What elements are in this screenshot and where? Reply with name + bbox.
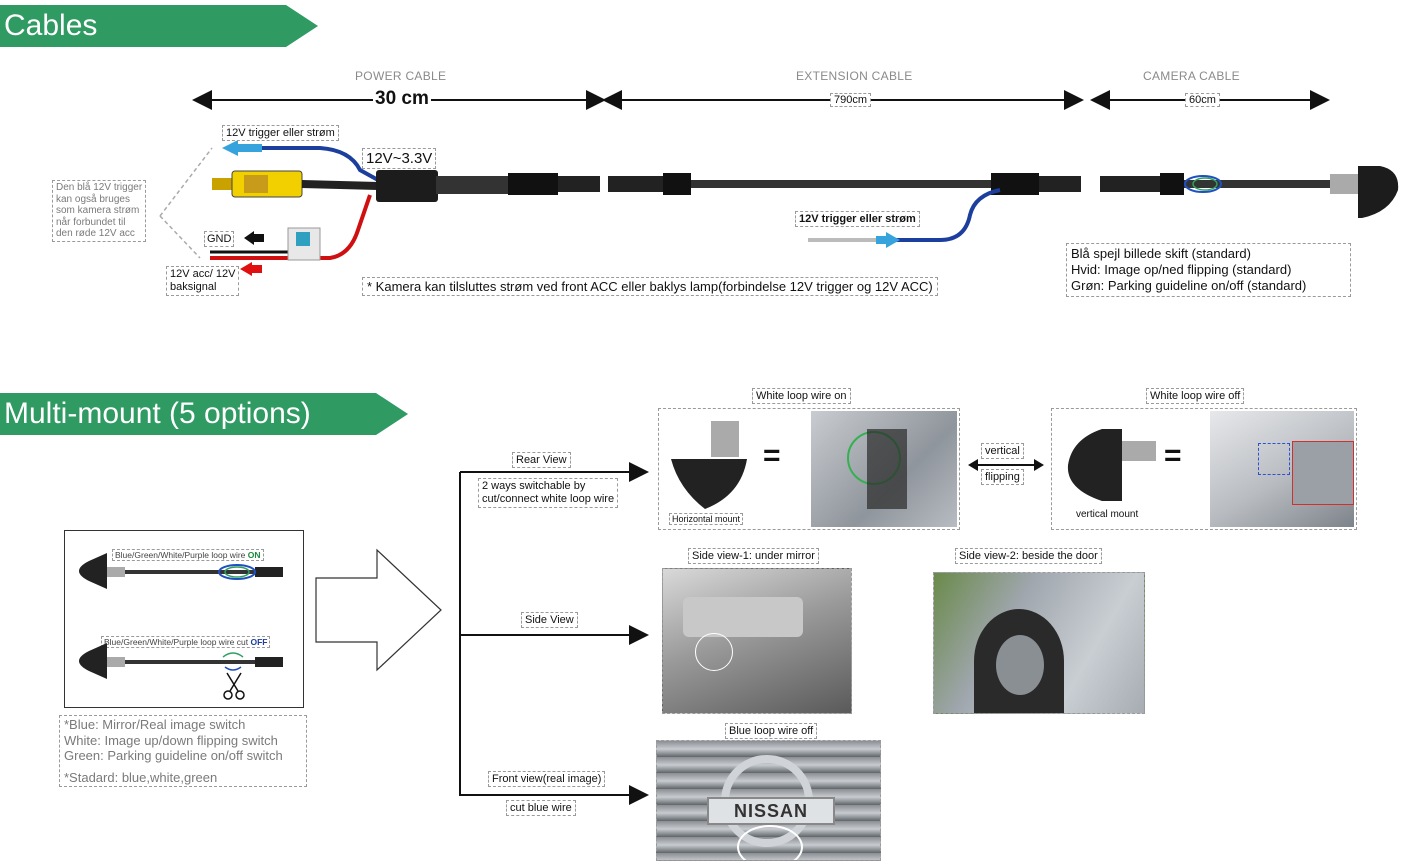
loop-note-white: Hvid: Image op/ned flipping (standard) [1071, 262, 1292, 277]
loop-note-blue: Blå spejl billede skift (standard) [1071, 246, 1251, 261]
brand-badge: NISSAN [707, 797, 835, 825]
multimount-section-title: Multi-mount (5 options) [4, 397, 311, 430]
side-view-2-label: Side view-2: beside the door [955, 548, 1102, 564]
rear-horizontal-photo [811, 411, 957, 527]
flipping-double-arrow [968, 459, 1044, 471]
note-line: kan også bruges [56, 193, 130, 205]
blue-trigger-wire [262, 146, 379, 182]
wire-on-label: Blue/Green/White/Purple loop wire ON [112, 549, 264, 561]
note-line: som kamera strøm [56, 205, 140, 216]
multimount-section-banner: Multi-mount (5 options) [0, 393, 408, 435]
legend-blue: *Blue: Mirror/Real image switch [64, 717, 246, 732]
power-cable-title: POWER CABLE [355, 69, 447, 83]
white-loop-off-box: vertical mount = [1051, 408, 1357, 530]
cut-blue-wire-label: cut blue wire [506, 800, 576, 816]
power-footnote: * Kamera kan tilsluttes strøm ved front … [362, 277, 938, 296]
trigger-label: 12V trigger eller strøm [222, 125, 339, 141]
note-line: når forbundet til [56, 216, 126, 228]
camera-icon [1358, 166, 1399, 218]
loop-note-green: Grøn: Parking guideline on/off (standard… [1071, 278, 1307, 293]
extension-cable-line [691, 180, 991, 188]
rear-vertical-photo [1210, 411, 1354, 527]
gnd-label: GND [204, 231, 235, 247]
vertical-mount-label: vertical mount [1076, 509, 1139, 520]
main-connector [376, 170, 438, 202]
front-view-photo: NISSAN [656, 740, 881, 861]
camera-cable-length: 60cm [1185, 93, 1220, 107]
white-loop-on-label: White loop wire on [752, 388, 851, 404]
wire-off-state: OFF [250, 637, 268, 647]
wire-off-text: Blue/Green/White/Purple loop wire cut [104, 637, 251, 647]
legend-green: Green: Parking guideline on/off switch [64, 748, 283, 763]
rear-note-line: cut/connect white loop wire [482, 493, 615, 505]
blue-trigger-note: Den blå 12V trigger kan også bruges som … [52, 180, 147, 242]
cables-section-title: Cables [4, 9, 98, 42]
wire-on-state: ON [247, 550, 261, 560]
white-loop-off-label: White loop wire off [1146, 388, 1245, 404]
wire-option-drawing [79, 553, 283, 700]
equals-sign: = [763, 439, 781, 472]
extension-cable-title: EXTENSION CABLE [796, 69, 913, 83]
side-view-2-photo [933, 572, 1145, 714]
acc-label-line-2: baksignal [170, 281, 217, 293]
voltage-label: 12V~3.3V [362, 148, 437, 169]
wire-option-box: Blue/Green/White/Purple loop wire ON Blu… [64, 530, 304, 708]
legend-standard: *Stadard: blue,white,green [64, 769, 218, 785]
note-line: Den blå 12V trigger [56, 182, 143, 193]
red-acc-wire [210, 194, 372, 260]
loop-wire-notes: Blå spejl billede skift (standard) Hvid:… [1066, 243, 1351, 297]
rear-note-line: 2 ways switchable by [482, 480, 586, 492]
side-view-label: Side View [521, 612, 578, 628]
note-line: den røde 12V acc [56, 228, 135, 239]
trigger-label-2: 12V trigger eller strøm [795, 211, 920, 227]
rear-view-label: Rear View [512, 452, 571, 468]
vertical-mount-drawing [1067, 429, 1156, 501]
acc-label: 12V acc/ 12V baksignal [166, 266, 240, 296]
red-arrow-icon [240, 262, 262, 276]
mount-tree-diagram [315, 462, 649, 805]
side-view-1-photo [662, 568, 852, 714]
power-cable-length: 30 cm [373, 88, 431, 110]
blue-loop-off-label: Blue loop wire off [725, 723, 818, 739]
cables-section-banner: Cables [0, 5, 318, 47]
scissors-icon [223, 672, 245, 700]
white-loop-on-box: Horizontal mount = [658, 408, 960, 530]
blue-arrow-icon [222, 140, 262, 156]
big-right-arrow-icon [315, 548, 442, 672]
cable-diagram [159, 90, 1399, 276]
black-arrow-icon [244, 231, 264, 245]
camera-cable-title: CAMERA CABLE [1143, 69, 1240, 83]
legend-white: White: Image up/down flipping switch [64, 732, 278, 748]
rear-view-note: 2 ways switchable by cut/connect white l… [478, 478, 619, 508]
equals-sign-2: = [1164, 439, 1182, 472]
vertical-label: vertical [981, 443, 1024, 459]
extension-cable-length: 790cm [830, 93, 872, 107]
wire-legend: *Blue: Mirror/Real image switch White: I… [59, 715, 307, 787]
acc-label-line-1: 12V acc/ 12V [170, 268, 236, 280]
rca-cable [301, 180, 379, 190]
flipping-label: flipping [981, 469, 1024, 485]
side-view-1-label: Side view-1: under mirror [688, 548, 819, 564]
horizontal-mount-drawing [671, 421, 747, 509]
horizontal-mount-label: Horizontal mount [669, 513, 744, 525]
wire-off-label: Blue/Green/White/Purple loop wire cut OF… [101, 636, 271, 648]
wire-on-text: Blue/Green/White/Purple loop wire [115, 550, 248, 560]
front-view-label: Front view(real image) [488, 771, 606, 787]
